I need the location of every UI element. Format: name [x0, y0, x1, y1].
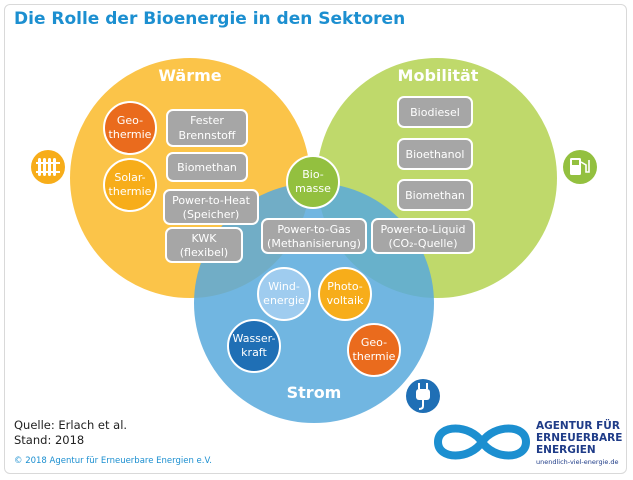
logo-line: ENERGIEN — [536, 444, 596, 456]
box-biodiesel: Biodiesel — [397, 96, 473, 128]
box-bioethanol: Bioethanol — [397, 138, 473, 170]
box-label-line: (Methanisierung) — [267, 237, 361, 250]
logo-line: ERNEUERBARE — [536, 432, 623, 444]
sector-label-mobilitaet: Mobilität — [398, 66, 479, 85]
circle-label-line: kraft — [241, 346, 267, 359]
box-power-to-heat: Power-to-Heat (Speicher) — [163, 189, 259, 225]
circle-photovoltaik: Photo- voltaik — [318, 267, 372, 321]
circle-solarthermie: Solar- thermie — [103, 158, 157, 212]
circle-wasserkraft: Wasser- kraft — [227, 319, 281, 373]
circle-label-line: Wind- — [268, 280, 300, 293]
sector-label-waerme: Wärme — [158, 66, 221, 85]
circle-geothermie-strom: Geo- thermie — [347, 323, 401, 377]
box-label-line: Brennstoff — [179, 129, 236, 142]
box-label-line: KWK — [192, 232, 218, 245]
source-text: Quelle: Erlach et al. — [14, 418, 128, 432]
box-biomethan-mobilitaet: Biomethan — [397, 179, 473, 211]
circle-label-line: Solar- — [114, 171, 145, 184]
circle-label-line: thermie — [109, 185, 152, 198]
box-label-line: Bioethanol — [406, 148, 465, 161]
circle-label-line: energie — [263, 294, 305, 307]
box-label-line: Power-to-Gas — [277, 223, 350, 236]
circle-geothermie-waerme: Geo- thermie — [103, 101, 157, 155]
page-title: Die Rolle der Bioenergie in den Sektoren — [14, 9, 406, 29]
circle-label-line: Bio- — [302, 168, 324, 181]
power-plug-icon — [406, 379, 440, 413]
box-label-line: Fester — [190, 114, 224, 127]
circle-label-line: thermie — [109, 128, 152, 141]
box-label-line: Biodiesel — [410, 106, 460, 119]
box-label-line: Power-to-Heat — [172, 194, 251, 207]
box-label-line: (Speicher) — [183, 208, 240, 221]
circle-label-line: voltaik — [327, 294, 364, 307]
circle-label-line: Geo- — [117, 114, 143, 127]
circle-windenergie: Wind- energie — [257, 267, 311, 321]
infinity-logo-icon — [433, 424, 531, 460]
diagram-frame — [4, 4, 627, 474]
sector-label-strom: Strom — [287, 383, 342, 402]
box-power-to-liquid: Power-to-Liquid (CO₂-Quelle) — [371, 218, 475, 254]
box-label-line: Power-to-Liquid — [381, 223, 466, 236]
radiator-icon — [31, 150, 65, 184]
box-label-line: (flexibel) — [180, 246, 228, 259]
date-text: Stand: 2018 — [14, 433, 85, 447]
copyright-text: © 2018 Agentur für Erneuerbare Energien … — [14, 456, 212, 466]
box-power-to-gas: Power-to-Gas (Methanisierung) — [261, 218, 367, 254]
box-biomethan-waerme: Biomethan — [166, 152, 248, 182]
fuel-pump-icon — [563, 150, 597, 184]
circle-biomasse: Bio- masse — [286, 155, 340, 209]
logo-wordmark: AGENTUR FÜR ERNEUERBARE ENERGIEN — [536, 420, 622, 456]
box-fester-brennstoff: Fester Brennstoff — [166, 109, 248, 147]
box-label-line: (CO₂-Quelle) — [389, 237, 458, 250]
circle-label-line: thermie — [353, 350, 396, 363]
circle-label-line: Photo- — [327, 280, 363, 293]
logo-line: AGENTUR FÜR — [536, 420, 620, 432]
circle-label-line: Wasser- — [233, 332, 276, 345]
circle-label-line: masse — [295, 182, 331, 195]
logo-url: unendlich-viel-energie.de — [536, 458, 619, 466]
circle-label-line: Geo- — [361, 336, 387, 349]
box-label-line: Biomethan — [405, 189, 465, 202]
box-label-line: Biomethan — [177, 161, 237, 174]
box-kwk: KWK (flexibel) — [165, 227, 243, 263]
